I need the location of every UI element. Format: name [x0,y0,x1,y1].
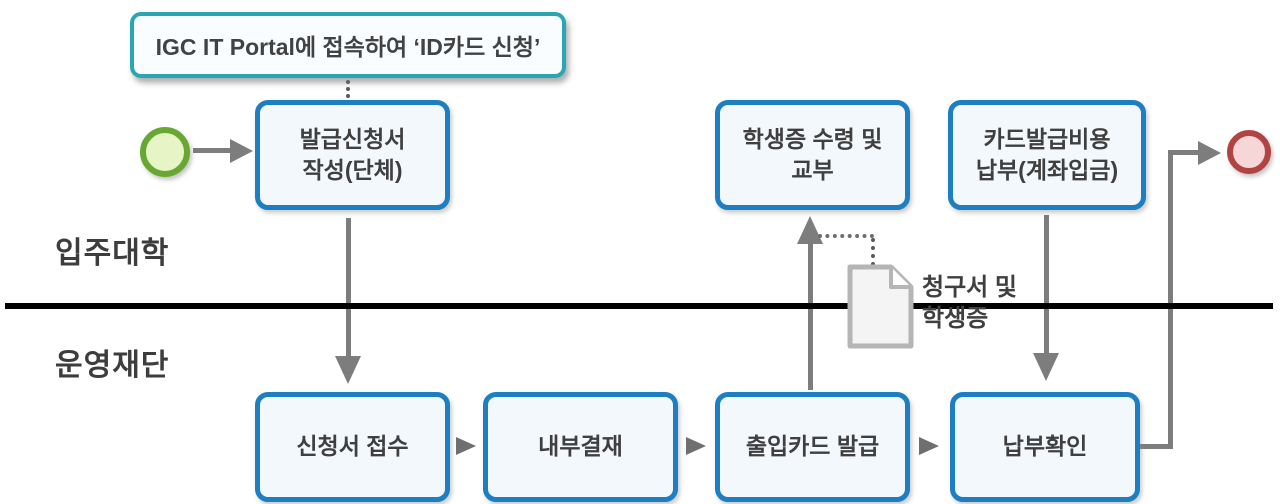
document-label: 청구서 및 학생증 [922,274,1017,332]
arrow-confirm-to-end-top [1168,150,1200,155]
lane-label-tenant-university: 입주대학 [55,237,170,270]
document-association-dotted-vertical [871,238,875,266]
arrow-pay-to-confirm [1044,215,1049,355]
arrow-start-to-apply [193,148,233,153]
swimlane-divider [5,303,1273,309]
annotation-connector-dotted-line [346,73,350,98]
end-event-circle [1227,130,1271,174]
arrowhead-apply-to-accept [335,356,361,384]
annotation-callout: IGC IT Portal에 접속하여 ‘ID카드 신청’ [130,12,566,78]
task-internal-approval: 내부결재 [483,392,678,502]
arrowhead-pay-to-confirm [1033,353,1059,381]
task-apply-application: 발급신청서 작성(단체) [255,100,450,210]
task-receive-student-card: 학생증 수령 및 교부 [715,100,910,210]
document-icon-svg [847,264,914,349]
arrowhead-issue-to-receive [797,216,823,244]
flow-triangle-accept-to-approve [456,437,476,455]
document-icon [846,264,916,355]
start-event-circle [140,127,190,177]
flow-triangle-issue-to-confirm [919,437,939,455]
arrow-apply-to-accept [346,218,351,358]
arrow-confirm-to-end-vertical [1168,150,1173,449]
arrow-issue-to-receive [808,243,813,390]
arrowhead-start-to-apply [230,139,253,163]
arrowhead-confirm-to-end [1198,141,1221,165]
flow-triangle-approve-to-issue [686,437,706,455]
task-issue-access-card: 출입카드 발급 [715,392,910,502]
task-pay-card-fee: 카드발급비용 납부(계좌입금) [948,100,1146,210]
task-accept-application: 신청서 접수 [255,392,450,502]
arrow-confirm-to-end-bottom [1140,444,1173,449]
document-association-dotted-horizontal [818,234,874,238]
lane-label-operating-foundation: 운영재단 [55,349,170,382]
task-confirm-payment: 납부확인 [950,392,1140,502]
